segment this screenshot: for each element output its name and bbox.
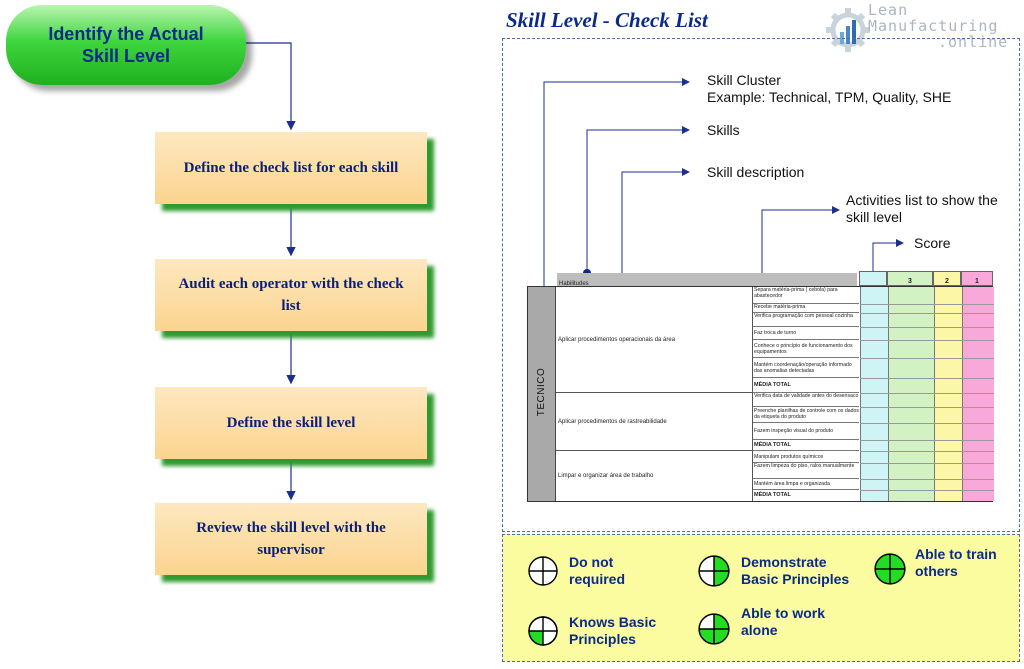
activity-row: Preenche planilhas de controle com os da… [753, 407, 859, 423]
activity-row: Mantém área limpa e organizada [753, 479, 859, 490]
checklist-frame [502, 38, 1020, 532]
score-column [860, 287, 888, 501]
step-audit-operator: Audit each operator with the check list [155, 259, 427, 331]
skill-group: Aplicar procedimentos operacionais da ár… [556, 287, 752, 393]
activity-row: Separa matéria-prima ( cebola) para abas… [753, 287, 859, 304]
circle-half-icon [698, 555, 730, 587]
activity-row: Verifica data de validade antes do desen… [753, 393, 859, 407]
legend-knows-basic: Knows Basic Principles [527, 614, 656, 648]
activity-row: Fazem inspeção visual do produto [753, 423, 859, 440]
activity-total-row: MÉDIA TOTAL [753, 440, 859, 451]
callout-skills: Skills [707, 122, 740, 138]
circle-full-icon [874, 553, 906, 585]
cluster-column: TECNICO [528, 287, 556, 501]
checklist-sheet: TECNICO Aplicar procedimentos operaciona… [527, 286, 994, 502]
start-node-label: Identify the Actual Skill Level [48, 24, 204, 66]
score-header-cell [859, 271, 887, 286]
table-header-bar: Habilitudes [557, 273, 857, 287]
score-column [888, 287, 934, 501]
step-label: Audit each operator with the check list [178, 276, 404, 314]
legend-not-required: Do not required [527, 554, 625, 588]
activity-row: Faz troca de turno [753, 327, 859, 340]
legend-work-alone: Able to work alone [697, 605, 825, 646]
callout-skill-description: Skill description [707, 164, 805, 180]
score-column [962, 287, 994, 501]
activity-total-row: MÉDIA TOTAL [754, 492, 791, 498]
start-node: Identify the Actual Skill Level [6, 5, 246, 85]
activity-total-row: MÉDIA TOTAL [753, 378, 859, 393]
activity-row: Mantém coordenação/operação informado da… [753, 358, 859, 378]
score-column [934, 287, 962, 501]
activity-row: Manipulam produtos químicos [753, 451, 859, 463]
activity-row: Recebe matéria-prima [753, 304, 859, 313]
circle-three-quarter-icon [698, 613, 730, 645]
step-label: Review the skill level with the supervis… [196, 520, 386, 558]
callout-skill-cluster: Skill Cluster Example: Technical, TPM, Q… [707, 72, 952, 105]
flow-connectors [246, 42, 296, 501]
step-label: Define the skill level [226, 415, 356, 431]
circle-empty-icon [528, 556, 558, 586]
callout-activities: Activities list to show the skill level [846, 192, 998, 225]
step-define-skill-level: Define the skill level [155, 387, 427, 459]
skill-group: Limpar e organizar área de trabalho [558, 473, 654, 479]
activity-row: Fazem limpeza do piso, ralos manualmente [753, 463, 859, 479]
legend-demonstrate: Demonstrate Basic Principles [697, 554, 849, 588]
skill-group: Aplicar procedimentos de rastreabilidade [556, 393, 752, 451]
activity-row: Conhece o princípio de funcionamento dos… [753, 340, 859, 358]
activities-column: Separa matéria-prima ( cebola) para abas… [752, 287, 860, 501]
callout-score: Score [914, 235, 951, 251]
step-label: Define the check list for each skill [183, 160, 399, 176]
step-define-checklist: Define the check list for each skill [155, 132, 427, 204]
activity-row: Verifica programação com pessoal cozinha [753, 313, 859, 327]
cluster-label: TECNICO [536, 367, 547, 417]
circle-quarter-icon [528, 616, 558, 646]
step-review-supervisor: Review the skill level with the supervis… [155, 503, 427, 575]
score-header-cell: 3 [887, 271, 933, 286]
score-header-cell: 1 [961, 271, 993, 286]
checklist-title: Skill Level - Check List [506, 8, 708, 32]
legend-panel [502, 534, 1020, 662]
score-header-cell: 2 [933, 271, 961, 286]
legend-train-others: Able to train others [873, 546, 997, 586]
